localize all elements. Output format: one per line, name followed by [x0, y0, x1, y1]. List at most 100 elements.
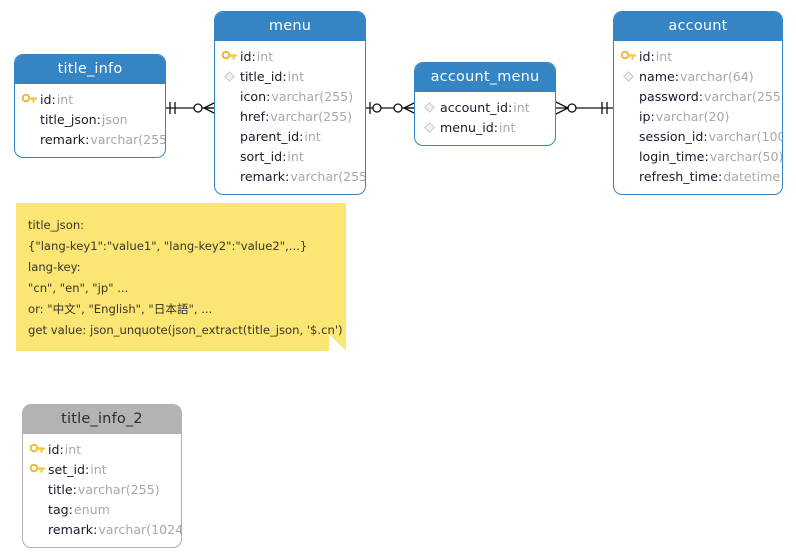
field-type: datetime: [723, 168, 781, 184]
field-menu-title_id[interactable]: title_id: int: [221, 66, 357, 86]
field-title_info_2-id[interactable]: id: int: [29, 439, 173, 459]
field-type: int: [256, 48, 274, 64]
field-account-password[interactable]: password: varchar(255): [620, 86, 782, 106]
field-account-name[interactable]: name: varchar(64): [620, 66, 774, 86]
field-account_menu-menu_id[interactable]: menu_id: int: [421, 117, 547, 137]
field-type: int: [287, 148, 304, 164]
field-menu-icon[interactable]: icon: varchar(255): [221, 86, 357, 106]
field-name: title_json: [40, 111, 97, 127]
field-name: id: [240, 48, 252, 64]
field-name: ip: [639, 108, 651, 124]
field-type: varchar(255): [290, 168, 366, 184]
entity-title_info_2[interactable]: title_info_2 id: int: [22, 404, 182, 548]
field-colon: :: [72, 481, 77, 497]
field-title_info_2-tag[interactable]: tag: enum: [29, 499, 173, 519]
field-colon: :: [299, 128, 304, 144]
field-colon: :: [251, 48, 256, 64]
note-title-json[interactable]: title_json: {"lang-key1":"value1", "lang…: [16, 203, 346, 351]
field-colon: :: [93, 521, 98, 537]
note-line-3: lang-key:: [28, 260, 81, 274]
field-type: varchar(20): [655, 108, 730, 124]
field-type: varchar(64): [679, 68, 754, 84]
entity-account-fields: id: int name: varchar(64) password: varc…: [614, 41, 782, 194]
field-name: remark: [40, 131, 86, 147]
note-fold-corner-icon: [329, 334, 346, 351]
field-menu-id[interactable]: id: int: [221, 46, 357, 66]
field-name: set_id: [48, 461, 86, 477]
field-type: varchar(255): [77, 481, 160, 497]
field-account-session_id[interactable]: session_id: varchar(100): [620, 126, 782, 146]
field-name: account_id: [440, 99, 508, 115]
field-account-refresh_time[interactable]: refresh_time: datetime: [620, 166, 780, 186]
field-title_info_2-remark[interactable]: remark: varchar(1024): [29, 519, 181, 539]
field-menu-href[interactable]: href: varchar(255): [221, 106, 357, 126]
field-title_info-title_json[interactable]: title_json: json: [21, 109, 157, 129]
field-name: id: [48, 441, 60, 457]
field-name: name: [639, 68, 675, 84]
field-colon: :: [59, 441, 64, 457]
field-account-ip[interactable]: ip: varchar(20): [620, 106, 774, 126]
spacer-icon: [221, 88, 238, 104]
field-type: json: [101, 111, 128, 127]
field-name: icon: [240, 88, 267, 104]
field-title_info_2-title[interactable]: title: varchar(255): [29, 479, 173, 499]
note-line-5: or: "中文", "English", "日本語", ...: [28, 302, 213, 316]
field-menu-sort_id[interactable]: sort_id: int: [221, 146, 357, 166]
field-colon: :: [698, 88, 704, 104]
field-colon: :: [282, 68, 287, 84]
entity-title_info-header: title_info: [15, 55, 165, 84]
field-name: tag: [48, 501, 69, 517]
field-type: varchar(50): [709, 148, 783, 164]
spacer-icon: [620, 88, 637, 104]
field-colon: :: [674, 68, 679, 84]
field-type: varchar(255): [704, 88, 783, 104]
field-name: remark: [240, 168, 286, 184]
relationship-menu-account_menu[interactable]: [366, 100, 417, 116]
field-name: menu_id: [440, 119, 494, 135]
field-colon: :: [704, 148, 709, 164]
field-colon: :: [650, 48, 655, 64]
entity-account_menu[interactable]: account_menu account_id: int menu_id:: [414, 62, 556, 146]
spacer-icon: [29, 501, 46, 517]
field-account_menu-account_id[interactable]: account_id: int: [421, 97, 547, 117]
field-type: varchar(1024): [98, 521, 182, 537]
diamond-icon: [620, 68, 637, 84]
entity-account[interactable]: account id: int na: [613, 11, 783, 195]
relationship-account_menu-account[interactable]: [555, 100, 614, 116]
field-name: href: [240, 108, 266, 124]
entity-menu[interactable]: menu id: int title: [214, 11, 366, 195]
note-line-2: {"lang-key1":"value1", "lang-key2":"valu…: [28, 239, 308, 253]
field-account-id[interactable]: id: int: [620, 46, 774, 66]
field-menu-parent_id[interactable]: parent_id: int: [221, 126, 357, 146]
entity-title_info[interactable]: title_info id: int title_json: json: [14, 54, 166, 158]
key-icon: [620, 48, 637, 64]
field-name: session_id: [639, 128, 704, 144]
field-colon: :: [85, 131, 90, 147]
field-colon: :: [96, 111, 101, 127]
key-icon: [29, 461, 46, 477]
field-name: sort_id: [240, 148, 283, 164]
field-type: enum: [73, 501, 110, 517]
entity-title_info-fields: id: int title_json: json remark: varchar…: [15, 84, 165, 157]
key-icon: [21, 91, 38, 107]
diamond-icon: [421, 119, 438, 135]
spacer-icon: [620, 168, 637, 184]
field-type: varchar(100): [708, 128, 783, 144]
spacer-icon: [620, 108, 637, 124]
field-title_info-remark[interactable]: remark: varchar(255): [21, 129, 165, 149]
spacer-icon: [620, 148, 637, 164]
note-line-4: "cn", "en", "jp" ...: [28, 281, 129, 295]
note-line-1: title_json:: [28, 218, 85, 232]
entity-menu-fields: id: int title_id: int icon: varchar(255): [215, 41, 365, 194]
field-colon: :: [493, 119, 499, 135]
spacer-icon: [221, 168, 238, 184]
field-title_info-id[interactable]: id: int: [21, 89, 157, 109]
field-account-login_time[interactable]: login_time: varchar(50): [620, 146, 782, 166]
relationship-title_info-menu[interactable]: [164, 100, 217, 116]
spacer-icon: [221, 108, 238, 124]
field-title_info_2-set_id[interactable]: set_id: int: [29, 459, 173, 479]
field-menu-remark[interactable]: remark: varchar(255): [221, 166, 365, 186]
field-colon: :: [285, 168, 290, 184]
spacer-icon: [620, 128, 637, 144]
entity-title_info_2-fields: id: int set_id: int title: varchar(255): [23, 434, 181, 547]
